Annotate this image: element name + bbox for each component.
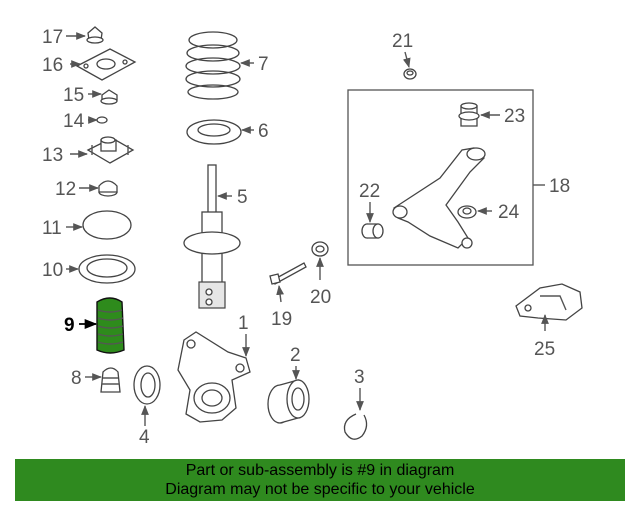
part-25-bracket [515, 283, 583, 321]
part-7-coil-spring [185, 31, 241, 100]
callout-1: 1 [238, 313, 249, 334]
callout-17: 17 [42, 27, 63, 48]
callout-18: 18 [549, 176, 570, 197]
callout-10: 10 [42, 260, 63, 281]
part-3-snap-ring [343, 413, 368, 440]
part-2-wheel-bearing [267, 379, 310, 424]
part-15-nut [100, 89, 118, 105]
part-10-insulator [78, 254, 136, 284]
part-17-nut [86, 26, 104, 44]
callout-20: 20 [310, 287, 331, 308]
part-14-clip [96, 116, 108, 124]
part-4-seal [133, 365, 161, 405]
part-8-bump-stop [100, 367, 121, 393]
part-16-mount-plate [75, 48, 137, 81]
exploded-parts-diagram: 17 16 15 14 13 12 11 10 9 8 7 6 5 4 1 2 … [42, 26, 583, 448]
callout-13: 13 [42, 145, 63, 166]
part-1-steering-knuckle [177, 331, 251, 423]
part-6-spring-seat [186, 119, 242, 145]
callout-23: 23 [504, 106, 525, 127]
part-20-bushing [311, 241, 329, 257]
part-13-upper-mount [86, 136, 135, 164]
callout-12: 12 [55, 179, 76, 200]
callout-24: 24 [498, 202, 520, 223]
callout-6: 6 [258, 121, 269, 142]
part-12-bushing [98, 180, 118, 197]
leader-arrows [66, 32, 549, 426]
lower-arm-group-box [347, 89, 534, 266]
banner-line-1: Part or sub-assembly is #9 in diagram [185, 462, 455, 479]
part-5-strut [183, 164, 241, 309]
callout-22: 22 [359, 181, 380, 202]
callout-19: 19 [271, 309, 292, 330]
callout-labels: 17 16 15 14 13 12 11 10 9 8 7 6 5 4 1 2 … [42, 27, 570, 448]
callout-9: 9 [64, 315, 75, 336]
callout-2: 2 [290, 345, 301, 366]
callout-14: 14 [63, 111, 85, 132]
info-banner: Part or sub-assembly is #9 in diagram Di… [15, 459, 625, 501]
callout-4: 4 [139, 427, 150, 448]
callout-5: 5 [237, 187, 248, 208]
part-22-bushing [361, 223, 384, 239]
part-21-nut [403, 68, 417, 80]
callout-11: 11 [42, 218, 62, 239]
part-24-bushing [457, 205, 477, 219]
callout-3: 3 [354, 367, 365, 388]
callout-7: 7 [258, 54, 269, 75]
part-11-washer [82, 210, 132, 240]
callout-21: 21 [392, 31, 413, 52]
banner-line-2: Diagram may not be specific to your vehi… [165, 481, 475, 498]
part-18-lower-control-arm [392, 147, 486, 249]
callout-16: 16 [42, 55, 63, 76]
callout-25: 25 [534, 339, 555, 360]
part-19-bolt [269, 262, 307, 285]
part-23-bushing [458, 102, 480, 127]
part-9-dust-boot [96, 297, 125, 354]
callout-15: 15 [63, 85, 84, 106]
callout-8: 8 [71, 368, 82, 389]
